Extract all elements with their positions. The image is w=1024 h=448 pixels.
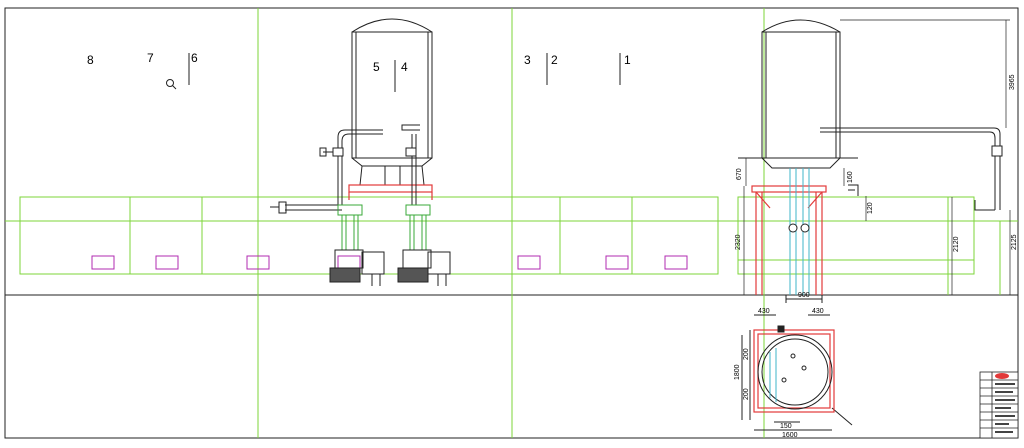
logo bbox=[995, 373, 1015, 433]
pump-unit bbox=[397, 204, 451, 286]
dimension-label: 150 bbox=[780, 423, 792, 430]
column-number: 8 bbox=[87, 53, 94, 67]
dimension-lines bbox=[743, 19, 1011, 295]
dimension-label: 200 bbox=[743, 348, 750, 360]
column-number: 2 bbox=[551, 53, 558, 67]
plan-frame bbox=[753, 329, 835, 413]
piping-left bbox=[270, 124, 420, 214]
column-number: 5 bbox=[373, 60, 380, 74]
dimension-label: 2120 bbox=[953, 236, 960, 252]
dimension-label: 160 bbox=[847, 171, 854, 183]
column-number: 7 bbox=[147, 51, 154, 65]
column-number: 3 bbox=[524, 53, 531, 67]
dimension-label: 1800 bbox=[734, 364, 741, 380]
tank-side-view bbox=[738, 19, 1003, 211]
side-piping bbox=[789, 168, 810, 295]
dimension-label: 430 bbox=[758, 308, 770, 315]
dimension-label: 120 bbox=[867, 202, 874, 214]
dimension-label: 670 bbox=[736, 168, 743, 180]
number-ticks bbox=[188, 53, 621, 92]
dimension-label: 3965 bbox=[1009, 74, 1016, 90]
dimension-label: 2125 bbox=[1011, 234, 1018, 250]
pump-unit bbox=[329, 204, 385, 286]
column-numbers: 8 7 6 5 4 3 2 1 bbox=[87, 51, 631, 74]
side-valves bbox=[788, 223, 810, 233]
plan-view bbox=[741, 295, 853, 431]
magnifier-icon[interactable] bbox=[166, 79, 177, 90]
dimension-label: 900 bbox=[798, 292, 810, 299]
title-block bbox=[979, 371, 1019, 439]
reference-boxes bbox=[91, 255, 688, 270]
plan-tank bbox=[757, 325, 833, 410]
column-number: 6 bbox=[191, 51, 198, 65]
side-support-frame bbox=[751, 185, 827, 295]
tank-front-view bbox=[351, 18, 433, 186]
plan-piping bbox=[769, 348, 777, 402]
construction-grid bbox=[5, 8, 1018, 438]
dimension-label: 430 bbox=[812, 308, 824, 315]
column-number: 4 bbox=[401, 60, 408, 74]
dimension-label: 200 bbox=[743, 388, 750, 400]
dimension-label: 1600 bbox=[782, 432, 798, 439]
dimension-label: 2320 bbox=[735, 234, 742, 250]
column-number: 1 bbox=[624, 53, 631, 67]
tank-support-frame bbox=[348, 184, 433, 200]
